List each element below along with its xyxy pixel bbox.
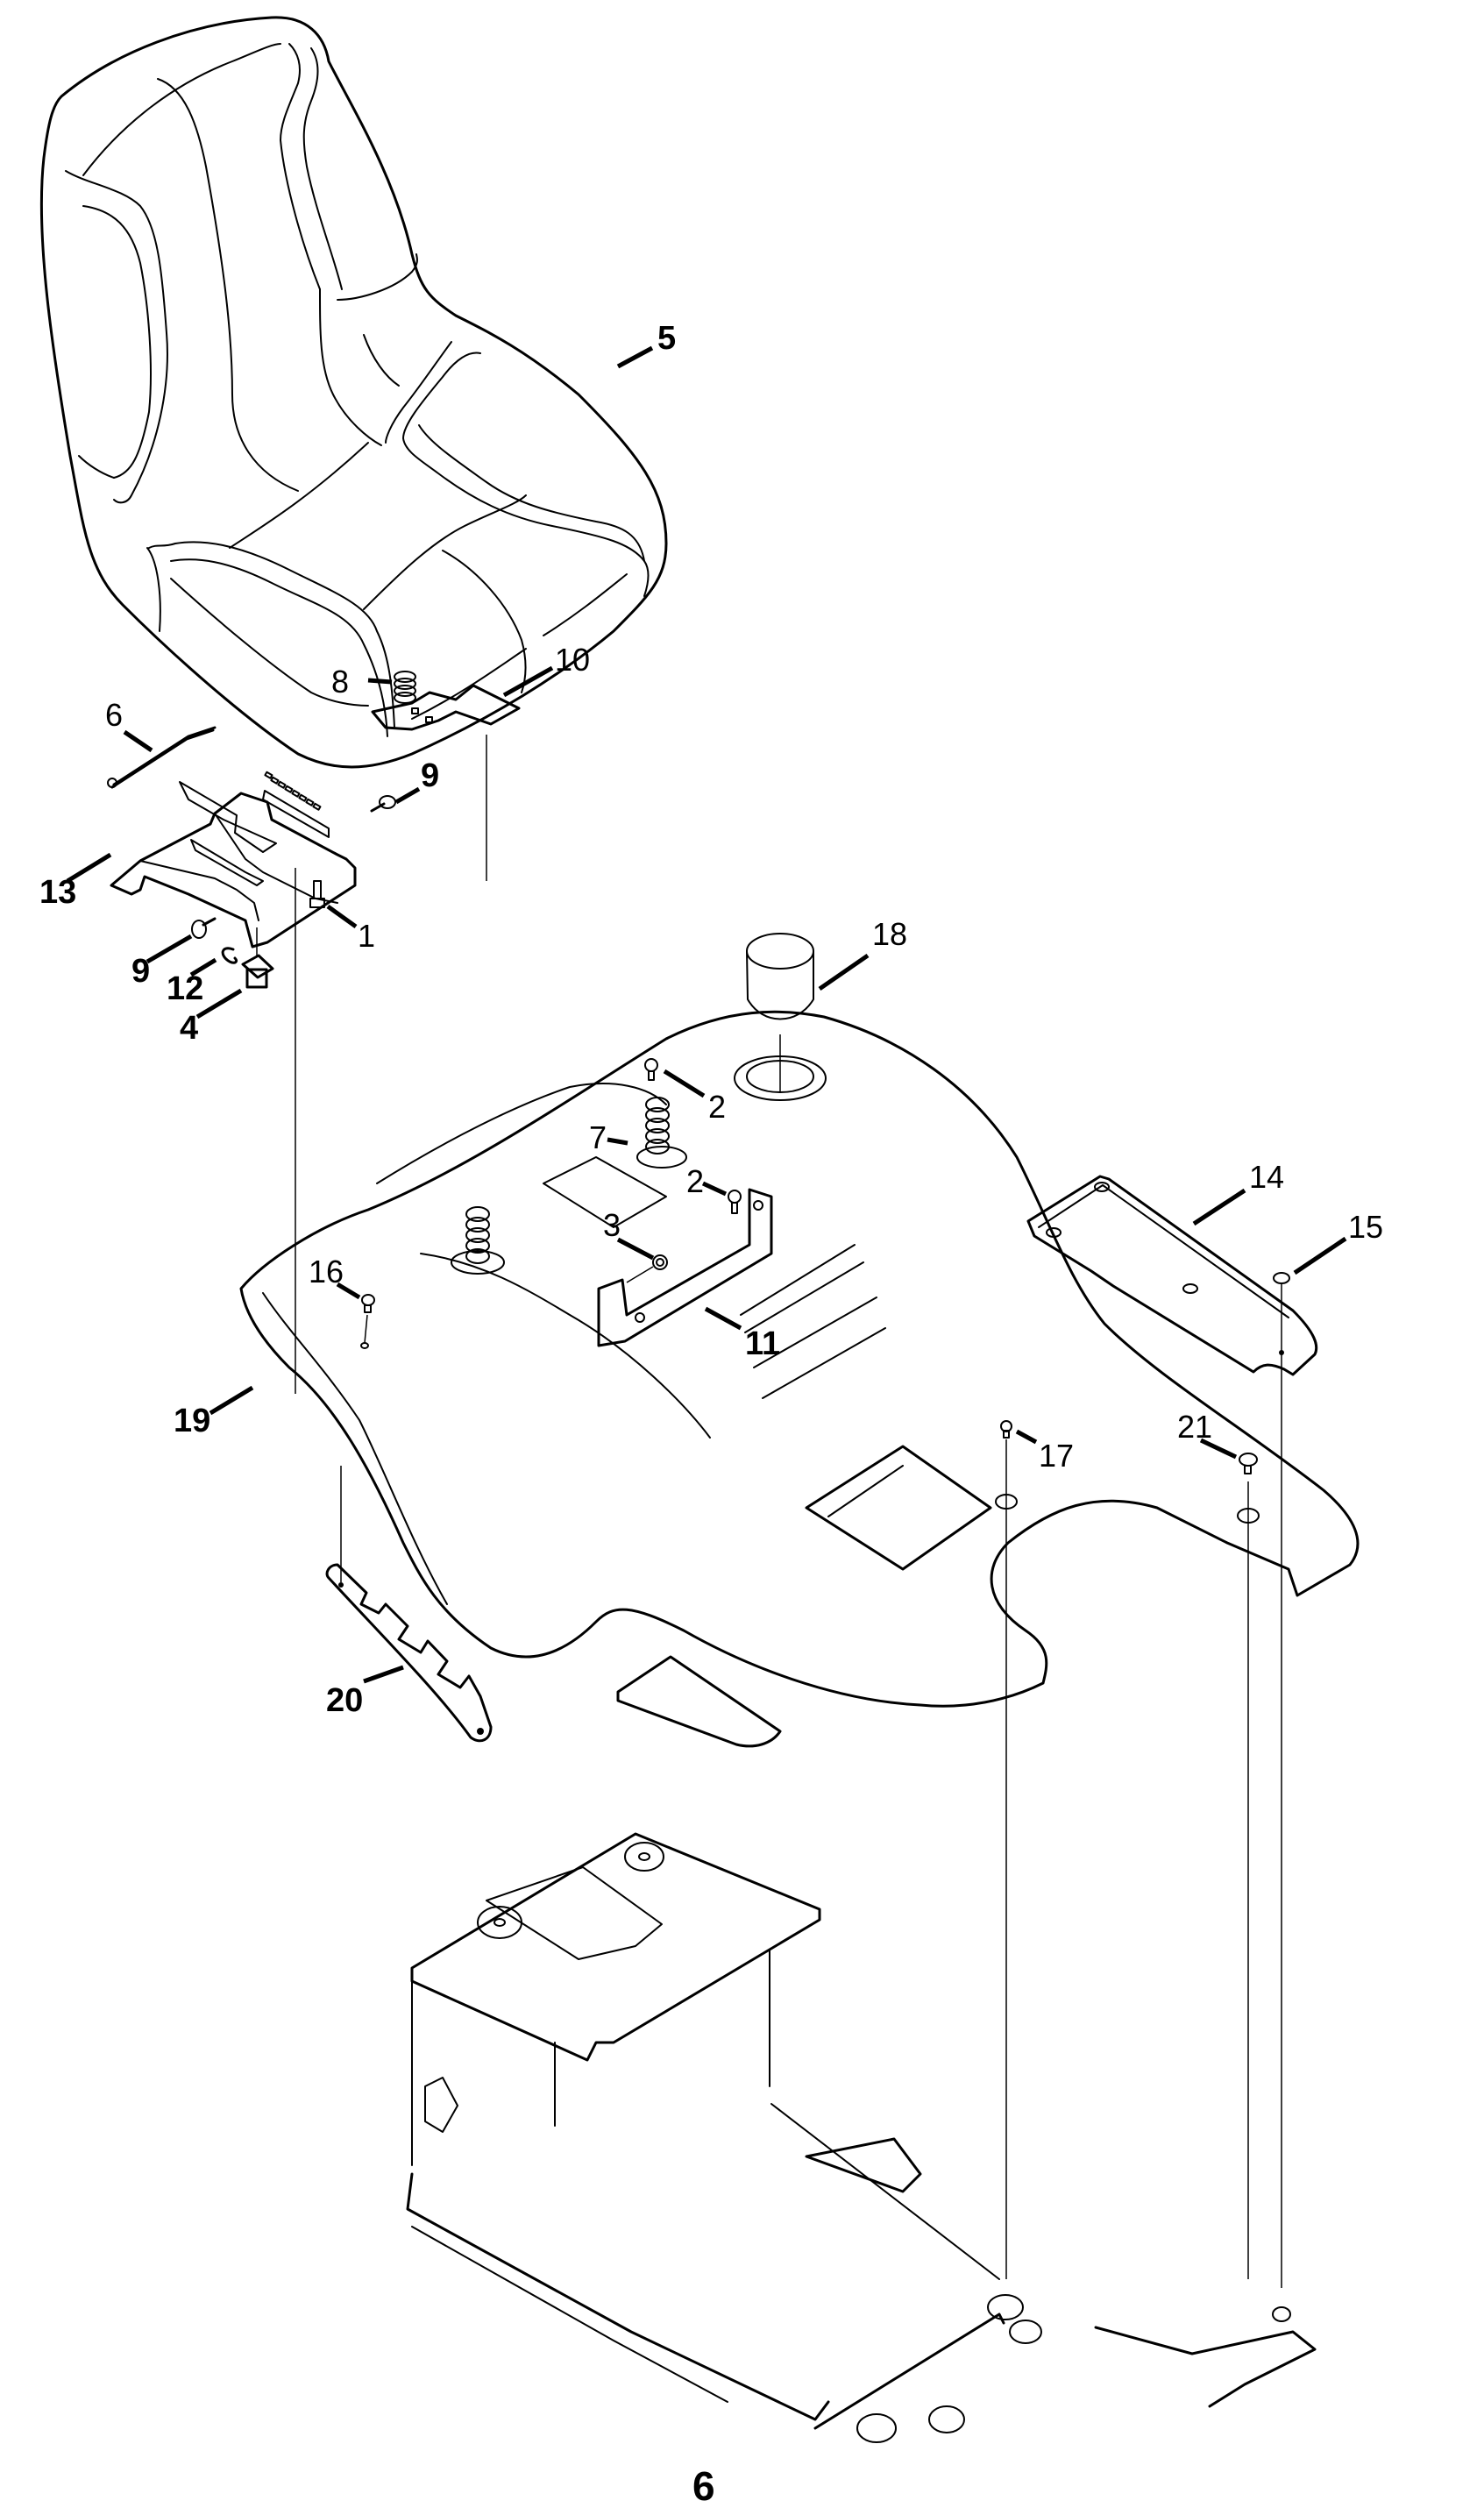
callout-18: 18 [872,916,907,952]
callout-14: 14 [1249,1159,1284,1195]
callout-11: 11 [745,1325,780,1362]
nut-3 [626,1254,668,1283]
callout-19-leader [209,1385,254,1416]
seat [39,16,668,881]
callout-21-leader [1199,1438,1238,1460]
callout-2b: 2 [686,1163,704,1199]
bolt-2-upper [644,1058,658,1081]
callout-4-leader [195,988,243,1019]
callout-9a-leader [394,786,421,805]
callout-8: 8 [331,664,349,700]
callout-20: 20 [326,1682,363,1719]
callout-12: 12 [167,970,203,1007]
push-rivet-15 [1273,1272,1290,2288]
push-rivet-21 [1237,1453,1260,2279]
callout-7-leader [607,1137,628,1146]
seat-pan [110,771,357,948]
callout-9b: 9 [131,953,150,990]
spring-8 [394,671,416,704]
callout-5: 5 [657,320,676,357]
callout-10: 10 [555,642,590,678]
callout-9a: 9 [421,757,439,794]
callout-21: 21 [1177,1409,1212,1445]
callout-17-leader [1015,1429,1038,1445]
callout-16: 16 [309,1254,344,1289]
fender [239,1010,1360,1748]
callout-4: 4 [180,1010,198,1047]
foot-pad [1026,1175,1318,1376]
seat-switch [241,927,274,989]
callout-6-leader [123,729,153,753]
callout-2a-leader [663,1069,706,1098]
callout-19: 19 [174,1403,210,1439]
shoulder-bolt-left [191,917,217,939]
callout-11-leader [704,1306,742,1331]
callout-8-leader [367,678,393,685]
callout-3-leader [616,1237,655,1261]
callout-13: 13 [39,874,76,911]
callout-2a: 2 [708,1089,726,1125]
callout-14-leader [1192,1188,1246,1226]
callout-13-leader [66,852,112,884]
seat-adjust-bracket [371,684,521,731]
callout-17: 17 [1039,1438,1074,1474]
callout-20-leader [363,1665,404,1684]
frame [406,1832,1317,2443]
callout-3: 3 [603,1207,621,1243]
bolt-2-lower [728,1190,742,1214]
callout-1-leader [326,904,358,929]
clip [221,947,238,964]
callout-1: 1 [358,918,375,954]
callout-2b-leader [701,1181,728,1197]
bolt-1 [309,880,325,908]
wire-harness [107,726,217,789]
shoulder-bolt-right [370,795,396,813]
callout-15-leader [1293,1236,1347,1275]
seat-hinge-bracket [543,1156,773,1347]
callout-15: 15 [1348,1209,1383,1245]
deck-lift-plate [325,1466,493,1743]
page-number: 6 [692,2463,715,2509]
screw-17 [995,1420,1018,2279]
fuel-cap [734,933,827,1101]
callout-12-leader [189,957,217,977]
callout-5-leader [616,345,654,369]
callout-10-leader [502,665,554,698]
callout-9b-leader [146,934,193,964]
screw-16 [360,1294,375,1349]
callout-7: 7 [589,1119,607,1155]
callout-16-leader [336,1282,361,1300]
callout-18-leader [818,953,870,991]
spring-7b [451,1206,505,1275]
callout-6: 6 [105,697,123,733]
spring-7 [636,1097,687,1169]
